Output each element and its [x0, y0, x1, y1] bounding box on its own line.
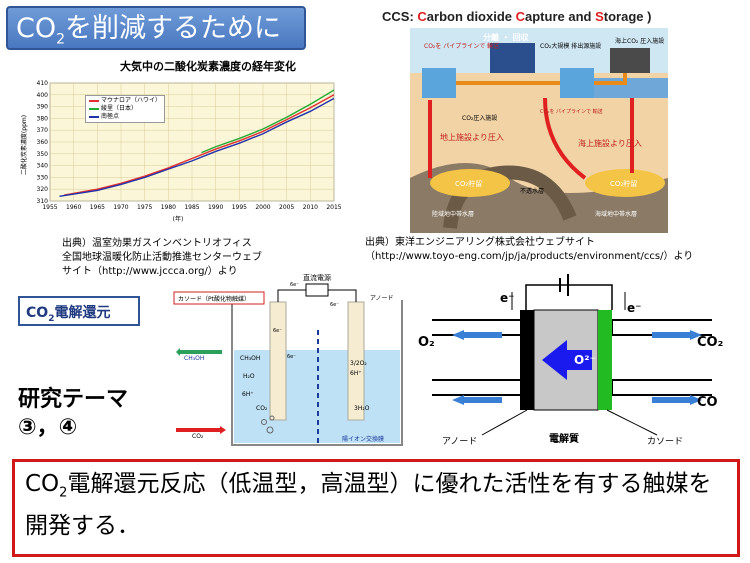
chart-ylabel: 二酸化炭素濃度(ppm): [20, 115, 28, 175]
y-tick-label: 340: [37, 163, 49, 170]
y-tick-label: 350: [37, 151, 49, 158]
soec-diagram: O²⁻ e⁻ e⁻ O₂ CO₂ CO アノード 電解質 カソード: [418, 274, 723, 447]
y-tick-label: 380: [37, 115, 49, 122]
svg-text:3H₂O: 3H₂O: [354, 405, 370, 412]
x-tick-label: 1960: [66, 204, 81, 211]
x-tick-label: 2005: [279, 204, 294, 211]
offshore-platform-icon: [610, 48, 650, 73]
svg-text:6e⁻: 6e⁻: [287, 354, 296, 360]
source-citation-1: 出典）温室効果ガスインベントリオフィス全国地球温暖化防止活動推進センターウェブサ…: [62, 238, 262, 277]
svg-text:6e⁻: 6e⁻: [290, 282, 299, 288]
svg-text:CO₂: CO₂: [256, 405, 268, 412]
chart-title: 大気中の二酸化炭素濃度の経年変化: [120, 60, 296, 73]
svg-text:CO₂圧入施設: CO₂圧入施設: [462, 114, 497, 122]
svg-text:海上施設より圧入: 海上施設より圧入: [578, 138, 642, 148]
svg-text:CO₂を パイプラインで 輸送: CO₂を パイプラインで 輸送: [424, 42, 499, 50]
y-tick-label: 390: [37, 104, 49, 111]
svg-text:CO₂貯留: CO₂貯留: [610, 179, 637, 188]
source-citation-2: 出典）東洋エンジニアリング株式会社ウェブサイト（http://www.toyo-…: [365, 237, 694, 262]
svg-text:6H⁺: 6H⁺: [350, 370, 362, 377]
svg-text:CO₂大規模 排出源施設: CO₂大規模 排出源施設: [540, 42, 601, 50]
svg-text:海域地中帯水層: 海域地中帯水層: [595, 210, 637, 218]
svg-text:6H⁺: 6H⁺: [242, 391, 254, 398]
x-tick-label: 2010: [303, 204, 318, 211]
cathode-layer: [598, 310, 612, 410]
conclusion-box: CO2電解還元反応（低温型，高温型）に優れた活性を有する触媒を開発する．: [12, 459, 740, 557]
cathode-electrode: [269, 301, 287, 421]
svg-text:3/2O₂: 3/2O₂: [350, 360, 367, 367]
series-mauna-loa-line: [64, 94, 335, 196]
svg-text:CO₂: CO₂: [697, 335, 723, 350]
y-tick-label: 360: [37, 139, 49, 146]
cathode-label-box: [173, 291, 265, 305]
svg-text:CH₃OH: CH₃OH: [184, 355, 204, 362]
oxide-ion-arrow: [542, 340, 592, 380]
x-tick-label: 2015: [326, 204, 341, 211]
factory-icon: [490, 43, 535, 73]
svg-text:CO₂を パイプラインで 輸送: CO₂を パイプラインで 輸送: [540, 108, 603, 115]
y-tick-label: 370: [37, 127, 49, 134]
svg-text:O₂: O₂: [418, 335, 435, 350]
svg-text:電解質: 電解質: [549, 432, 579, 445]
svg-text:地上施設より圧入: 地上施設より圧入: [440, 132, 504, 142]
o2-arrow-out: [452, 330, 502, 340]
co2-chart: 1955 1960 1965 1970 1975 1980 1985 1990 1995 2000…: [20, 80, 342, 223]
svg-text:e⁻: e⁻: [627, 301, 641, 315]
o2-arrow-out-2: [452, 395, 502, 405]
ch3oh-out-arrow: [176, 348, 222, 356]
svg-text:分離 ・ 回収: 分離 ・ 回収: [483, 32, 530, 42]
x-tick-label: 1970: [113, 204, 128, 211]
svg-text:6e⁻: 6e⁻: [330, 302, 339, 308]
svg-text:6e⁻: 6e⁻: [273, 328, 282, 334]
y-tick-label: 310: [37, 198, 49, 205]
y-tick-label: 410: [37, 80, 49, 87]
anode-layer: [520, 310, 534, 410]
co-arrow-out: [652, 395, 702, 405]
page-title: CO2を削減するために: [6, 6, 306, 50]
series-south-pole-line: [59, 97, 335, 197]
electrolysis-cell-diagram: 直流電源 カソード（Pt酸化物触媒） アノード 6e⁻ 6e⁻ 6e⁻ 6e⁻ …: [173, 273, 403, 446]
svg-text:陽イオン交換膜: 陽イオン交換膜: [342, 435, 384, 443]
svg-text:カソード: カソード: [647, 436, 683, 447]
svg-text:不透水層: 不透水層: [520, 187, 544, 195]
y-tick-label: 330: [37, 174, 49, 181]
svg-text:CO: CO: [697, 395, 718, 410]
svg-text:陸域地中帯水層: 陸域地中帯水層: [432, 210, 474, 218]
x-tick-label: 1990: [208, 204, 223, 211]
ccs-heading: CCS: Carbon dioxide Capture and Storage …: [382, 9, 652, 24]
svg-text:CO₂貯留: CO₂貯留: [455, 179, 482, 188]
series-ryori-line: [201, 89, 335, 154]
svg-text:アノード: アノード: [442, 437, 477, 447]
svg-text:カソード（Pt酸化物触媒）: カソード（Pt酸化物触媒）: [178, 295, 250, 303]
chart-xlabel: (年): [173, 215, 184, 223]
x-tick-label: 1965: [90, 204, 105, 211]
storage-sea: [585, 169, 665, 197]
x-tick-label: 1975: [137, 204, 152, 211]
x-tick-label: 1955: [42, 204, 57, 211]
svg-text:アノード: アノード: [370, 295, 393, 302]
svg-text:H₂O: H₂O: [243, 373, 255, 380]
dc-power-icon: [305, 283, 329, 297]
y-tick-label: 400: [37, 92, 49, 99]
co2-electrolysis-label: CO2電解還元: [18, 296, 140, 326]
x-tick-label: 1980: [161, 204, 176, 211]
svg-text:CH₃OH: CH₃OH: [240, 355, 260, 362]
chart-legend: マウナロア（ハワイ） 綾里（日本） 南極点: [85, 95, 166, 123]
svg-text:CO₂: CO₂: [192, 433, 204, 440]
x-tick-label: 1985: [184, 204, 199, 211]
svg-text:直流電源: 直流電源: [303, 273, 331, 282]
svg-text:海上CO₂ 圧入施設: 海上CO₂ 圧入施設: [615, 37, 664, 45]
x-tick-label: 2000: [255, 204, 270, 211]
co2-in-arrow: [176, 426, 226, 434]
co2-arrow-in: [652, 330, 702, 340]
ccs-diagram: CO₂を パイプラインで 輸送 分離 ・ 回収 CO₂大規模 排出源施設 海上C…: [410, 28, 668, 233]
y-tick-label: 320: [37, 186, 49, 193]
storage-land: [430, 169, 510, 197]
svg-text:O²⁻: O²⁻: [574, 353, 596, 367]
svg-text:e⁻: e⁻: [500, 291, 514, 305]
x-tick-label: 1995: [232, 204, 247, 211]
